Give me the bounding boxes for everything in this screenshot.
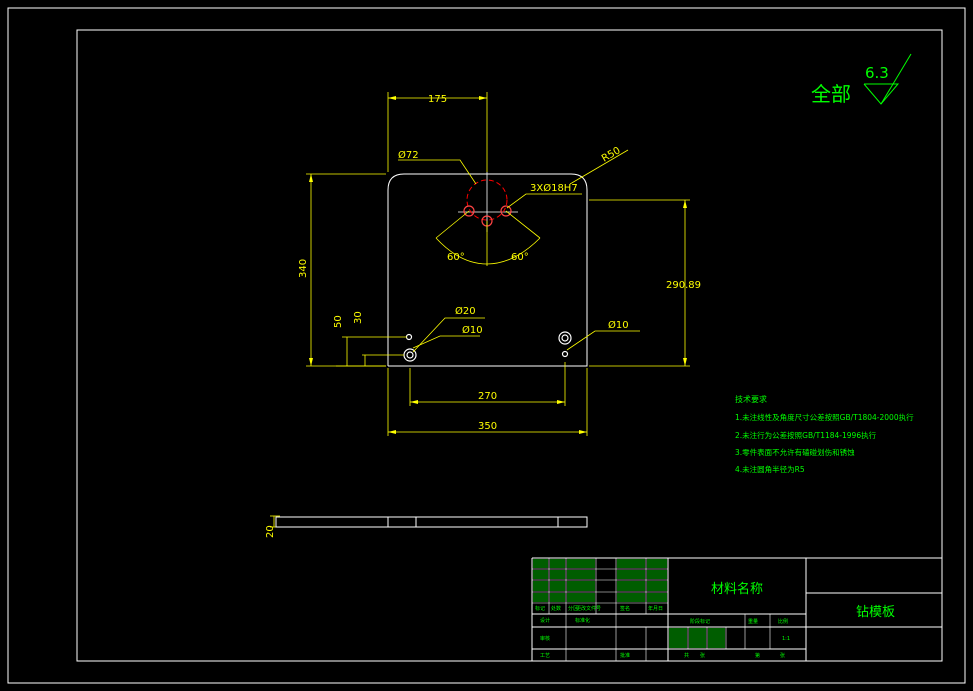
surface-finish-label: 全部 bbox=[811, 82, 851, 106]
label-check: 审核 bbox=[540, 635, 550, 642]
hole-small-right bbox=[561, 350, 569, 358]
dim-r50: R50 bbox=[600, 145, 623, 164]
label-sheet: 张 bbox=[700, 652, 705, 659]
side-view bbox=[275, 516, 588, 528]
dim-angle-right: 60° bbox=[511, 252, 529, 263]
label-total: 共 bbox=[684, 652, 689, 659]
hole-group bbox=[403, 205, 572, 362]
material-name: 材料名称 bbox=[711, 581, 763, 597]
hole-right-inner bbox=[561, 334, 569, 342]
label-design: 设计 bbox=[540, 617, 550, 624]
row-label-date: 年月日 bbox=[648, 605, 663, 612]
dimension-texts: 175 Ø72 R50 3XØ18H7 60° 60° 340 290.89 5… bbox=[265, 94, 701, 538]
title-block-labels: 标记 处数 分区 更改文件号 签名 年月日 设计 标准化 审核 工艺 批准 阶段… bbox=[535, 581, 895, 659]
row-label-count: 处数 bbox=[551, 605, 561, 612]
dim-phi72: Ø72 bbox=[398, 149, 419, 161]
tech-req-title: 技术要求 bbox=[735, 394, 767, 404]
dim-20: 20 bbox=[265, 525, 276, 538]
hole-small-left bbox=[405, 333, 413, 341]
label-ratio: 比例 bbox=[778, 618, 788, 625]
label-weight: 重量 bbox=[748, 618, 758, 625]
title-block bbox=[531, 557, 942, 661]
dim-phi10-right: Ø10 bbox=[608, 319, 629, 331]
dim-50: 50 bbox=[333, 315, 344, 328]
label-approve: 批准 bbox=[620, 652, 630, 659]
dim-phi10-left: Ø10 bbox=[462, 324, 483, 336]
technical-requirements: 技术要求 1.未注线性及角度尺寸公差按照GB/T1804-2000执行 2.未注… bbox=[735, 394, 914, 474]
plate-outline bbox=[387, 173, 588, 367]
row-label-zone: 分区 bbox=[568, 605, 578, 612]
dim-340: 340 bbox=[298, 259, 309, 278]
label-page-unit: 张 bbox=[780, 652, 785, 659]
label-standardization: 标准化 bbox=[575, 617, 590, 624]
row-label-mark: 标记 bbox=[535, 605, 545, 612]
scale-value: 1:1 bbox=[782, 636, 790, 642]
inner-border bbox=[76, 29, 943, 662]
tech-req-item-1: 1.未注线性及角度尺寸公差按照GB/T1804-2000执行 bbox=[735, 412, 914, 422]
surface-finish-symbol: 全部 6.3 bbox=[811, 53, 912, 106]
dim-3x-holes: 3XØ18H7 bbox=[530, 182, 578, 194]
dim-30: 30 bbox=[353, 311, 364, 324]
row-label-change-doc: 更改文件号 bbox=[576, 605, 601, 612]
hole-right bbox=[500, 205, 512, 217]
dim-175: 175 bbox=[428, 94, 447, 105]
hole-right-outer bbox=[558, 331, 572, 345]
surface-finish-value: 6.3 bbox=[865, 64, 889, 82]
label-stage-mark: 阶段标记 bbox=[690, 618, 710, 625]
dim-angle-left: 60° bbox=[447, 252, 465, 263]
hole-left bbox=[463, 205, 475, 217]
label-process: 工艺 bbox=[540, 653, 550, 659]
pitch-circle bbox=[466, 179, 508, 221]
dim-350: 350 bbox=[478, 421, 497, 432]
dim-270: 270 bbox=[478, 391, 497, 402]
row-label-sign: 签名 bbox=[620, 605, 630, 612]
label-page: 第 bbox=[755, 652, 760, 659]
arrow-heads bbox=[309, 96, 687, 434]
outer-border bbox=[7, 7, 966, 684]
tech-req-item-2: 2.未注行为公差按照GB/T1184-1996执行 bbox=[735, 430, 877, 440]
dim-phi20: Ø20 bbox=[455, 305, 476, 317]
dimension-lines bbox=[270, 92, 690, 528]
tech-req-item-3: 3.零件表面不允许有磕碰划伤和锈蚀 bbox=[735, 447, 855, 457]
tech-req-item-4: 4.未注圆角半径为R5 bbox=[735, 464, 805, 474]
title-block-cells bbox=[533, 559, 725, 648]
part-name: 钻模板 bbox=[856, 605, 895, 620]
hole-phi20-inner bbox=[406, 351, 414, 359]
title-block-grid bbox=[532, 558, 771, 661]
dim-290: 290.89 bbox=[666, 280, 701, 291]
